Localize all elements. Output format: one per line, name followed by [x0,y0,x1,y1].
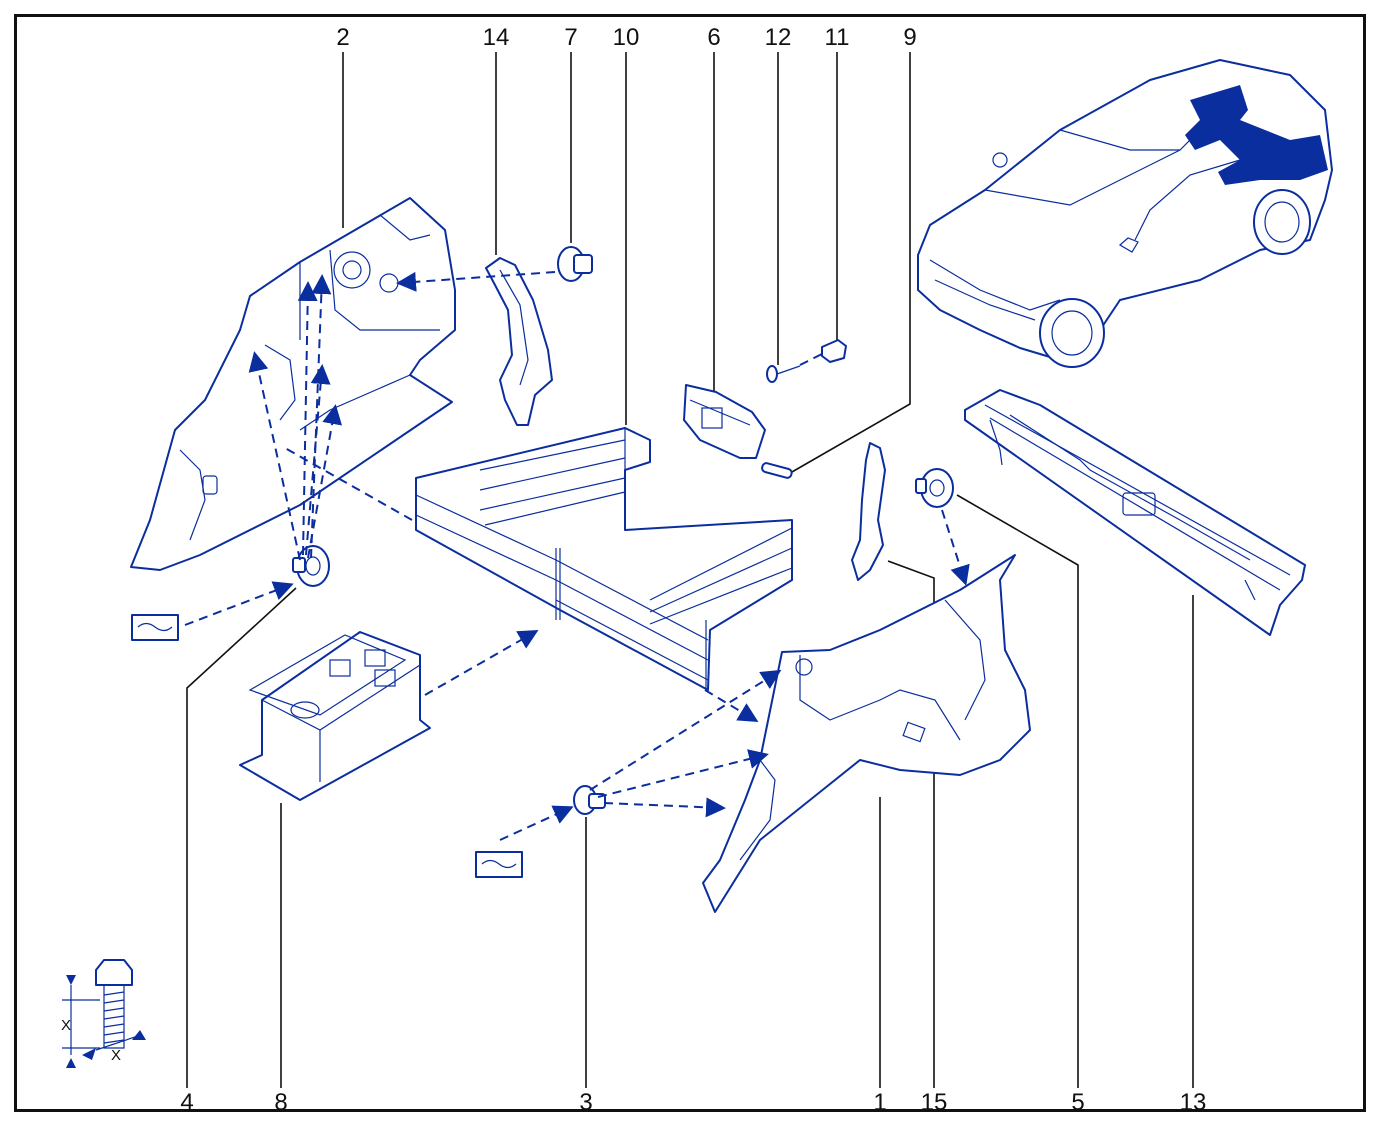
part-10-cargo-frame [415,427,793,691]
part-7-clip [557,246,593,282]
part-3-fastener [573,785,606,815]
callout-7: 7 [564,24,577,51]
torque-dim-label-b: X [111,1047,121,1064]
part-13-sill-trim [964,389,1306,636]
callout-5: 5 [1071,1089,1084,1116]
callouts-bottom: 4 8 3 1 15 5 13 [180,1089,1206,1116]
callout-15: 15 [921,1089,948,1116]
callout-2: 2 [336,24,349,51]
callout-10: 10 [613,24,640,51]
vehicle-locator-illustration [917,59,1333,368]
callouts-top: 2 14 7 10 6 12 11 9 [336,24,916,51]
callout-9: 9 [903,24,916,51]
part-14-pillar-trim [485,257,553,426]
part-15-bracket [851,442,886,581]
callout-6: 6 [707,24,720,51]
part-8-storage-box [239,631,431,801]
part-6-latch-bracket [683,384,766,459]
torque-dim-label-a: X [61,1017,71,1034]
callout-1: 1 [873,1089,886,1116]
callout-13: 13 [1180,1089,1207,1116]
vehicle-highlight-area [1185,85,1328,185]
callout-3: 3 [579,1089,592,1116]
part-11-nut [821,339,847,363]
torque-screw-symbol: X X [61,959,146,1068]
diagram-frame [14,14,1366,1112]
leader-lines [186,52,1194,1088]
reference-symbols [131,614,523,878]
callout-8: 8 [274,1089,287,1116]
part-1-right-trim-panel [702,554,1031,913]
part-12-screw [766,353,823,383]
callout-4: 4 [180,1089,193,1116]
callout-11: 11 [825,24,850,51]
part-2-left-trim-panel [130,197,456,571]
part-9-pin [761,462,793,479]
part-4-push-clip [292,545,330,587]
callout-12: 12 [765,24,792,51]
part-5-clip [915,468,954,508]
callout-14: 14 [483,24,510,51]
assembly-dashes [184,271,970,841]
